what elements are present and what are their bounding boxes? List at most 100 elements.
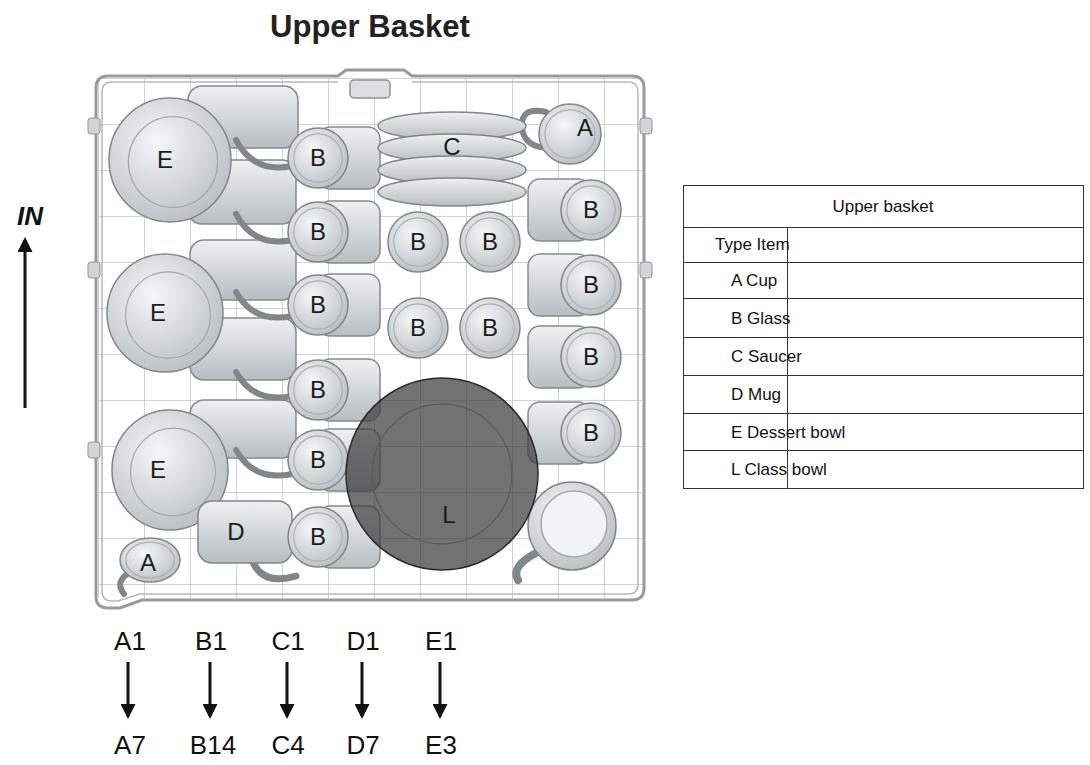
cup-outline: [120, 538, 180, 582]
range-arrow: [209, 662, 212, 716]
glass-rim: [567, 261, 615, 309]
glass-outline: [288, 430, 348, 490]
item-letter: E: [150, 301, 166, 325]
mug-top: [541, 491, 607, 557]
glass-rim: [294, 281, 342, 329]
glass-rim: [394, 218, 442, 266]
bowl-rim: [131, 428, 216, 516]
saucer-stack: C: [377, 112, 527, 208]
range-arrow: [361, 662, 364, 716]
item-letter: E: [157, 148, 173, 172]
table-cell: C Saucer: [731, 348, 802, 367]
glass-outline: [388, 212, 448, 272]
item-letter: B: [583, 273, 599, 297]
item-letter: B: [310, 220, 326, 244]
item-letter: B: [583, 198, 599, 222]
table-cell: L Class bowl: [731, 461, 827, 480]
item-letter: B: [410, 230, 426, 254]
glass-outline: [288, 275, 348, 335]
glass-rim: [294, 366, 342, 414]
glass: B: [459, 211, 521, 273]
item-index: D1: [346, 627, 379, 656]
saucer: [378, 134, 526, 162]
item-index: E1: [425, 627, 457, 656]
mug-shape: [197, 500, 293, 564]
cup-handle: [236, 140, 292, 168]
basket-clip: [88, 118, 100, 134]
glass-outline: [288, 360, 348, 420]
glass-outline: [388, 298, 448, 358]
item-letter: D: [227, 520, 244, 544]
glass: B: [459, 297, 521, 359]
range-arrow: [127, 662, 130, 716]
item-letter: B: [310, 525, 326, 549]
dessert-bowl: E: [108, 97, 232, 223]
item-letter: E: [150, 458, 166, 482]
glass-bowl-rim: [372, 404, 512, 544]
glass-bowl-shape: [345, 377, 539, 571]
glass: B: [560, 402, 622, 464]
range-arrow: [439, 662, 442, 716]
cup-handle: [236, 372, 292, 398]
item-letter: B: [583, 421, 599, 445]
saucer: [378, 178, 526, 206]
item-letter: B: [310, 448, 326, 472]
item-index: C4: [271, 731, 304, 760]
table-cell: B Glass: [731, 310, 791, 329]
basket-clip: [88, 442, 100, 458]
glass-bowl-outline: [346, 378, 538, 570]
glass: B: [287, 429, 349, 491]
basket-clip: [88, 262, 100, 278]
glass-rim: [294, 436, 342, 484]
glass-outline: [288, 507, 348, 567]
item-letter: C: [443, 135, 460, 159]
item-letter: B: [310, 378, 326, 402]
bowl-outline: [107, 254, 223, 372]
item-letter: B: [482, 316, 498, 340]
glass-outline: [460, 212, 520, 272]
basket-clip: [350, 80, 390, 98]
table-cell: D Mug: [731, 386, 781, 405]
saucer-stack-shape: [377, 112, 527, 208]
cup-outline: [539, 104, 601, 164]
glass: B: [287, 274, 349, 336]
item-letter: B: [310, 293, 326, 317]
glass-outline: [561, 403, 621, 463]
table-cell: Type Item: [715, 236, 790, 255]
glass-bowl: L: [345, 377, 539, 571]
table-header: Upper basket: [832, 198, 933, 217]
item-index: A1: [114, 627, 146, 656]
mug: D: [197, 500, 293, 564]
glass-outline: [288, 128, 348, 188]
item-letter: L: [442, 503, 455, 527]
item-index: D7: [346, 731, 379, 760]
table-cell: E Dessert bowl: [731, 424, 845, 443]
item-letter: A: [140, 551, 156, 575]
glass-rim: [466, 304, 514, 352]
page-title: Upper Basket: [270, 9, 470, 45]
mug-body: [198, 501, 292, 563]
glass-rim: [294, 513, 342, 561]
cup: A: [119, 537, 181, 583]
glass-outline: [561, 180, 621, 240]
table-grid: [684, 228, 1084, 489]
cup-rim: [126, 542, 174, 578]
basket-frame: [102, 82, 638, 601]
mug-top: [528, 482, 616, 570]
glass: B: [387, 211, 449, 273]
glass: B: [387, 297, 449, 359]
direction-label: IN: [17, 202, 43, 231]
cup-handle: [236, 292, 292, 318]
item-index: E3: [425, 731, 457, 760]
table-cell: A Cup: [731, 272, 777, 291]
wire-grid: [98, 78, 642, 598]
cup-handle: [236, 214, 292, 242]
glass: B: [287, 127, 349, 189]
item-index: B1: [195, 627, 227, 656]
item-index: A7: [114, 731, 146, 760]
glass: B: [287, 201, 349, 263]
glass-outline: [561, 327, 621, 387]
glass: B: [560, 326, 622, 388]
table-grid: [684, 186, 1084, 489]
glass-outline: [288, 202, 348, 262]
